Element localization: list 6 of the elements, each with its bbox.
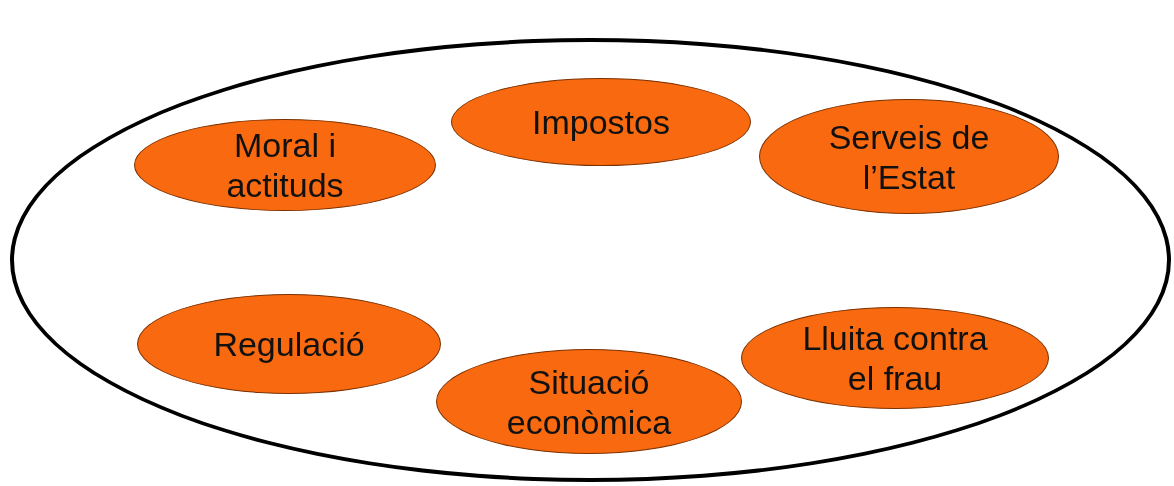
- topic-label: Moral i actituds: [225, 125, 345, 205]
- topic-label: Serveis de l’Estat: [827, 116, 991, 197]
- topic-label: Impostos: [532, 102, 670, 142]
- topic-label: Situació econòmica: [505, 361, 673, 442]
- topic-label: Regulació: [213, 324, 365, 364]
- topic-label: Lluita contra el frau: [801, 318, 989, 398]
